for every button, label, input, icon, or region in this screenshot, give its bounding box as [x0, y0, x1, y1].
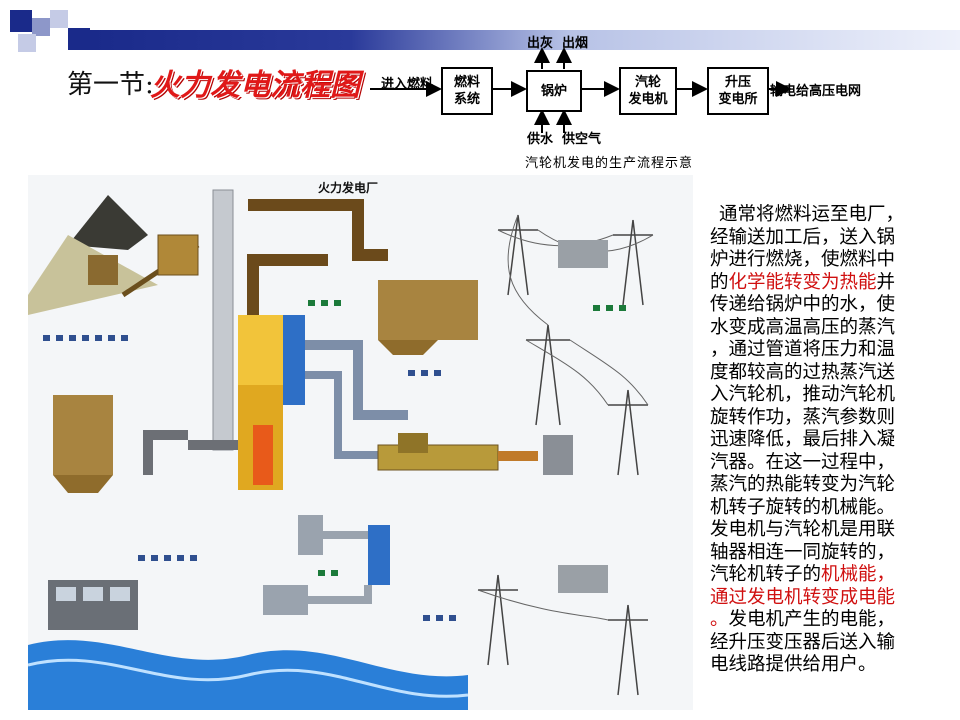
- flow-box-boiler: 锅炉: [526, 70, 582, 112]
- text-segment: 并: [876, 271, 896, 293]
- text-line: 经升压变压器后送入输: [710, 632, 895, 655]
- flow-bottom-label-air: 供空气: [562, 132, 602, 147]
- text-line: 的化学能转变为热能并: [710, 272, 904, 295]
- power-plant-drawing: [28, 189, 654, 710]
- flow-caption: 汽轮机发电的生产流程示意: [525, 156, 694, 171]
- flow-box-line: 系统: [453, 92, 480, 107]
- flow-arrows: [370, 47, 792, 133]
- text-line: 汽器。在这一过程中，: [710, 452, 904, 475]
- page-title: 火力发电流程图: [150, 68, 360, 103]
- title-prefix: 第一节:: [67, 70, 154, 100]
- flow-input-label: 进入燃料: [381, 77, 434, 92]
- text-segment: 。发电机产生的电能，: [710, 609, 895, 630]
- text-line: 轴器相连一同旋转的，: [710, 542, 895, 565]
- text-line: 入汽轮机，推动汽轮机: [710, 384, 904, 407]
- text-segment: 经升压变压器后送入输: [710, 631, 896, 653]
- text-segment: 经输送加工后，送入锅: [710, 226, 896, 248]
- text-segment: 蒸汽的热能转变为汽轮: [710, 474, 896, 495]
- header-bar: [90, 30, 960, 50]
- text-segment: 汽轮机转子的: [710, 564, 822, 585]
- text-segment: 发电机产生的电能，: [728, 609, 896, 630]
- flow-box-line: 升压: [724, 75, 751, 90]
- text-line: 蒸汽的热能转变为汽轮: [710, 474, 904, 497]
- flow-box-line: 汽轮: [634, 75, 661, 90]
- flow-box-line: 发电机: [628, 92, 668, 107]
- text-segment: 入汽轮机，推动汽轮机: [710, 384, 896, 405]
- text-line: 炉进行燃烧，使燃料中: [710, 249, 904, 272]
- flow-top-label-smoke: 出烟: [562, 36, 589, 51]
- text-segment: 机转子旋转的机械能。: [710, 496, 896, 518]
- text-segment: 旋转作功，蒸汽参数则: [710, 406, 896, 428]
- text-line: 经输送加工后，送入锅: [710, 227, 904, 250]
- text-line: 迅速降低，最后排入凝: [710, 429, 904, 452]
- text-line: 传递给锅炉中的水，使: [710, 294, 904, 317]
- explanation-paragraph-2: 发电机与汽轮机是用联轴器相连一同旋转的，汽轮机转子的机械能，通过发电机转变成电能…: [710, 519, 895, 677]
- text-segment: 度都较高的过热蒸汽送: [710, 361, 896, 383]
- text-segment: ，通过管道将压力和温: [710, 339, 896, 360]
- header-square-4: [18, 34, 36, 52]
- highlight-text: 机械能，: [821, 564, 896, 585]
- flow-box-line: 锅炉: [540, 83, 567, 99]
- flow-bottom-label-water: 供水: [527, 132, 554, 147]
- text-line: 电线路提供给用户。: [710, 654, 895, 677]
- power-plant-title: 火力发电厂: [318, 181, 379, 195]
- text-line: 旋转作功，蒸汽参数则: [710, 407, 904, 430]
- flow-top-label-ash: 出灰: [527, 36, 554, 51]
- flow-output-label: 输电给高压电网: [770, 84, 862, 99]
- text-segment: 通常将燃料运至电厂，: [719, 204, 905, 225]
- flow-box-turbine: 汽轮发电机: [619, 67, 677, 115]
- text-line: 通常将燃料运至电厂，: [710, 204, 904, 227]
- text-line: 。发电机产生的电能，: [710, 609, 895, 632]
- text-line: 通过发电机转变成电能: [710, 587, 895, 610]
- flow-box-line: 变电所: [718, 92, 758, 107]
- header-square-5: [68, 28, 90, 50]
- text-segment: 水变成高温高压的蒸汽: [710, 316, 896, 338]
- text-line: 发电机与汽轮机是用联: [710, 519, 895, 542]
- text-segment: 汽器。在这一过程中，: [710, 451, 896, 473]
- text-line: ，通过管道将压力和温: [710, 339, 904, 362]
- text-line: 度都较高的过热蒸汽送: [710, 362, 904, 385]
- highlight-text: 化学能转变为热能: [728, 271, 877, 293]
- power-plant-illustration: 火力发电厂: [28, 175, 693, 710]
- text-segment: 轴器相连一同旋转的，: [710, 541, 896, 563]
- flow-box-substation: 升压变电所: [707, 67, 769, 115]
- text-segment: 迅速降低，最后排入凝: [710, 429, 896, 450]
- text-segment: 的: [710, 271, 729, 293]
- text-segment: 传递给锅炉中的水，使: [710, 294, 896, 315]
- text-segment: 电线路提供给用户。: [710, 654, 877, 675]
- header-square-2: [32, 18, 50, 36]
- highlight-text: 通过发电机转变成电能: [710, 586, 896, 608]
- text-segment: 发电机与汽轮机是用联: [710, 519, 896, 540]
- flow-box-fuel: 燃料系统: [441, 67, 493, 115]
- highlight-text: 。: [710, 609, 729, 630]
- flow-box-line: 燃料: [453, 75, 480, 90]
- header-square-1: [10, 10, 32, 32]
- text-line: 水变成高温高压的蒸汽: [710, 317, 904, 340]
- header-square-3: [50, 10, 68, 28]
- text-segment: 炉进行燃烧，使燃料中: [710, 249, 896, 270]
- text-line: 机转子旋转的机械能。: [710, 497, 904, 520]
- explanation-paragraph-1: 通常将燃料运至电厂，经输送加工后，送入锅炉进行燃烧，使燃料中的化学能转变为热能并…: [710, 204, 904, 519]
- text-line: 汽轮机转子的机械能，: [710, 564, 895, 587]
